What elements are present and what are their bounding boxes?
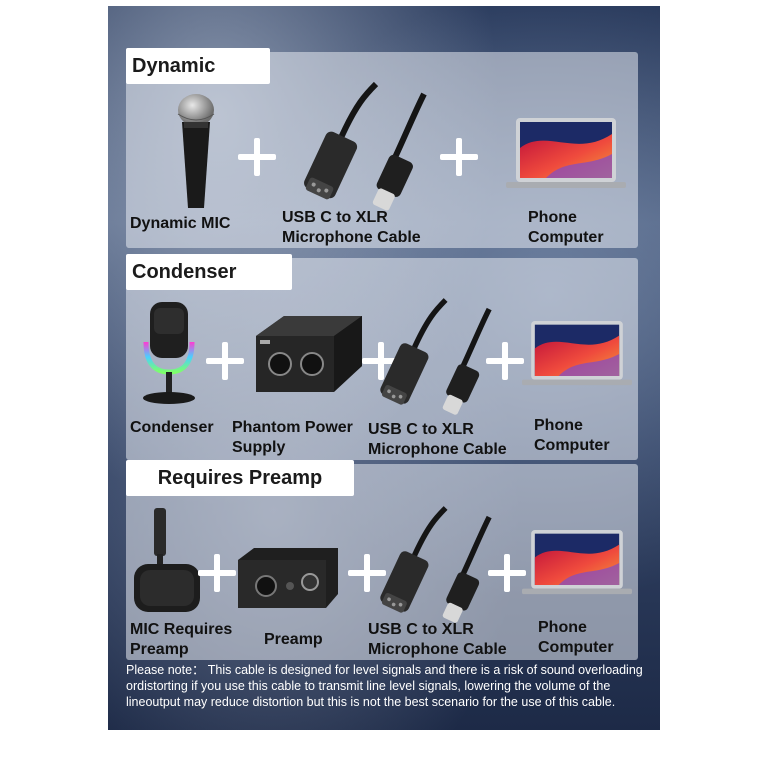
preamp-mic-icon <box>134 508 200 612</box>
dynamic-mic-icon <box>177 94 215 208</box>
item-label: USB C to XLR Microphone Cable <box>368 621 507 658</box>
plus-icon <box>362 342 400 380</box>
item-label: Dynamic MIC <box>130 215 231 232</box>
plus-icon <box>238 138 276 176</box>
plus-icon <box>348 554 386 592</box>
item-label: USB C to XLR Microphone Cable <box>282 209 421 246</box>
panel-title-requires-preamp: Requires Preamp <box>126 460 354 496</box>
xlr-cable-icon <box>304 81 427 211</box>
panel-title-dynamic: Dynamic <box>126 48 270 84</box>
item-label: Phone Computer <box>538 619 614 656</box>
disclaimer-note: Please note： This cable is designed for … <box>126 663 643 709</box>
product-infographic: Dynamic <box>108 6 660 730</box>
panel-condenser: Condenser <box>126 254 638 460</box>
phantom-power-icon <box>256 316 362 392</box>
plus-icon <box>198 554 236 592</box>
laptop-icon <box>522 321 632 386</box>
section-title: Condenser <box>132 260 237 283</box>
section-title: Requires Preamp <box>157 466 323 489</box>
item-label: USB C to XLR Microphone Cable <box>368 421 507 458</box>
section-title: Dynamic <box>132 54 216 77</box>
plus-icon <box>206 342 244 380</box>
panel-dynamic: Dynamic <box>126 48 638 248</box>
item-label: Phone Computer <box>534 417 610 454</box>
plus-icon <box>486 342 524 380</box>
item-label: MIC Requires Preamp <box>130 621 233 658</box>
item-label: Condenser <box>130 419 214 436</box>
plus-icon <box>440 138 478 176</box>
laptop-icon <box>522 530 632 595</box>
item-label: Phantom Power Supply <box>232 419 353 456</box>
item-label: Phone Computer <box>528 209 604 246</box>
preamp-icon <box>238 548 338 608</box>
laptop-icon <box>506 118 626 188</box>
xlr-cable-icon <box>380 506 492 623</box>
panel-title-condenser: Condenser <box>126 254 292 290</box>
item-label: Preamp <box>264 631 323 648</box>
plus-icon <box>488 554 526 592</box>
xlr-cable-icon <box>380 298 492 415</box>
condenser-mic-icon <box>143 302 195 404</box>
panel-requires-preamp: Requires Preamp <box>126 460 638 660</box>
